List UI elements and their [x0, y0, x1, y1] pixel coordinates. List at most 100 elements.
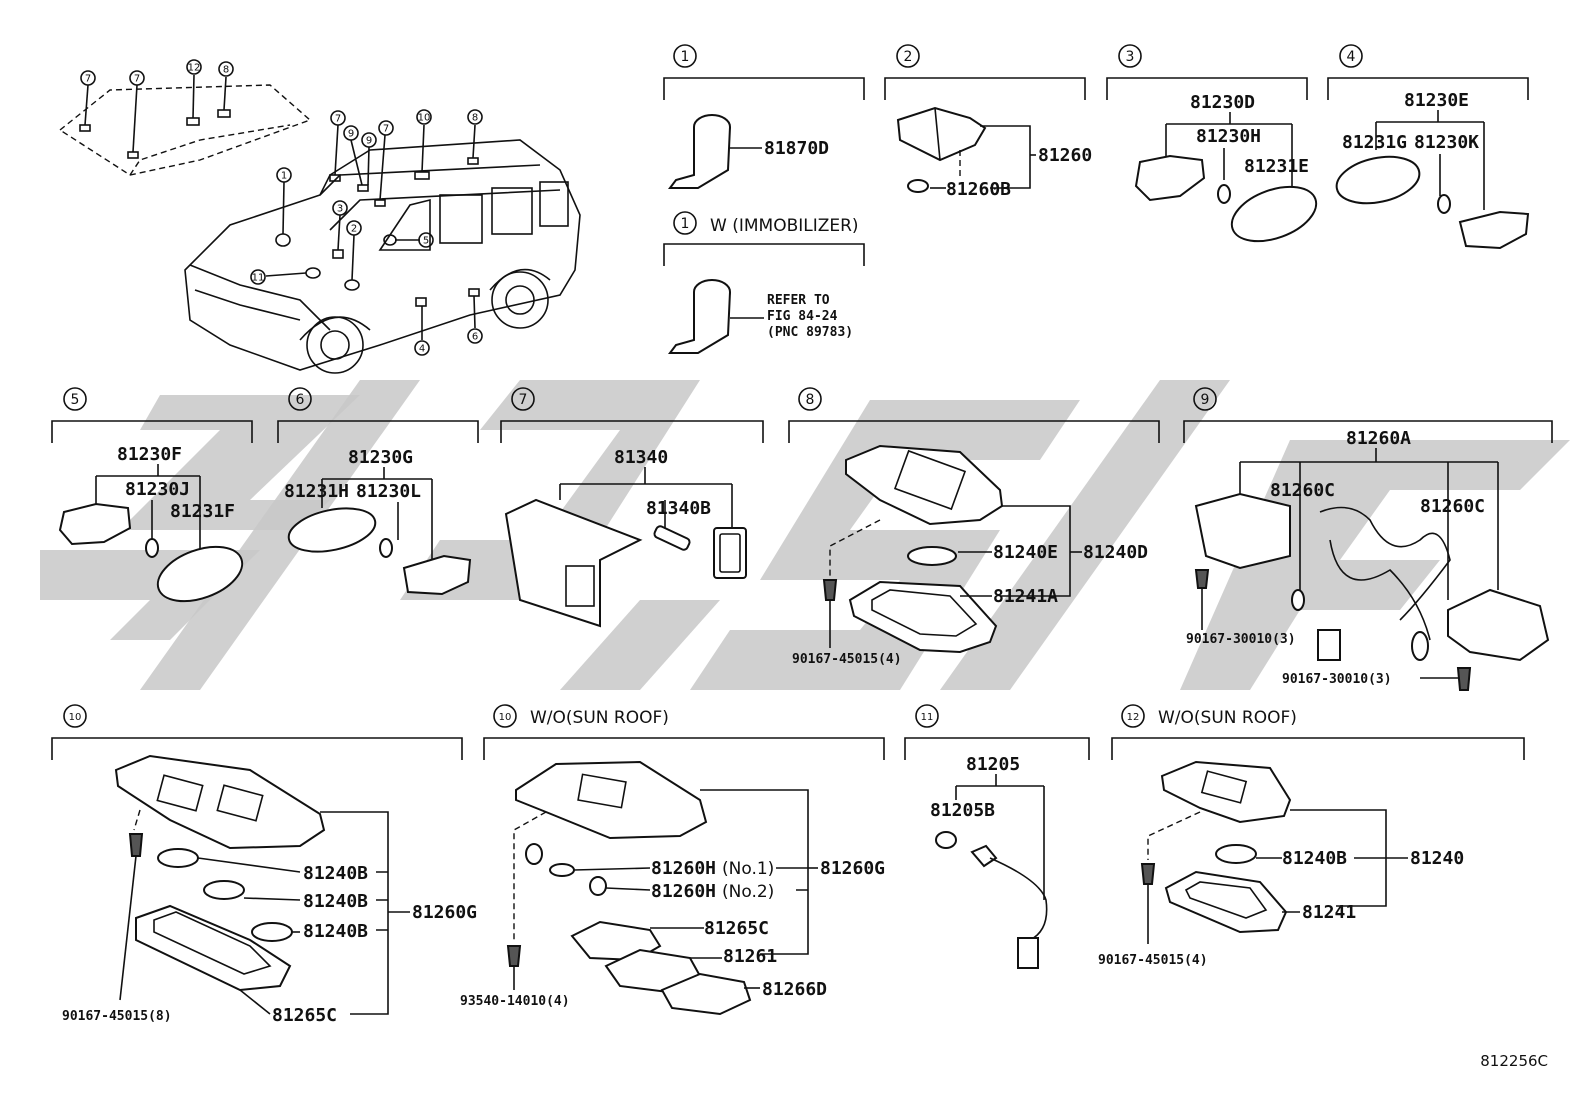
part-81230E: 81230E [1404, 90, 1469, 111]
svg-text:W/O(SUN ROOF): W/O(SUN ROOF) [530, 708, 669, 728]
vehicle-callout-circle [80, 70, 96, 86]
part-81230K: 81230K [1414, 132, 1479, 153]
vehicle-callout-number: 5 [423, 236, 429, 247]
vehicle-callout-circle [467, 328, 483, 344]
part-81340: 81340 [614, 447, 668, 468]
vehicle-callout-number: 7 [335, 114, 341, 125]
part-81340B: 81340B [646, 498, 711, 519]
vehicle-callout-circle [332, 200, 348, 216]
part-81260C-a: 81260C [1270, 480, 1335, 501]
vehicle-callout-number: 9 [366, 136, 372, 147]
vehicle-callout-circle [416, 109, 432, 125]
part-81241: 81241 [1302, 902, 1356, 923]
svg-text:2: 2 [904, 49, 913, 65]
part-81265C-a: 81265C [272, 1005, 337, 1026]
vehicle-callout-number: 7 [85, 74, 91, 85]
part-81205: 81205 [966, 754, 1020, 775]
part-81240: 81240 [1410, 848, 1464, 869]
part-81240D: 81240D [1083, 542, 1148, 563]
svg-text:5: 5 [71, 392, 80, 408]
vehicle-callout-circle [129, 70, 145, 86]
part-81230L: 81230L [356, 481, 421, 502]
part-81260: 81260 [1038, 145, 1092, 166]
part-81260C-b: 81260C [1420, 496, 1485, 517]
svg-text:FIG 84-24: FIG 84-24 [767, 309, 838, 324]
vehicle-callout-circle [343, 125, 359, 141]
vehicle-callout-number: 8 [223, 65, 229, 76]
part-81230D: 81230D [1190, 92, 1255, 113]
svg-text:(No.1): (No.1) [722, 859, 774, 879]
part-93540-14010-4: 93540-14010(4) [460, 994, 570, 1009]
part-81240B-a: 81240B [303, 863, 368, 884]
section-6: 6 81230G 81231H 81230L [277, 387, 479, 596]
svg-text:8: 8 [806, 392, 815, 408]
svg-text:1: 1 [681, 216, 690, 232]
section-10-wo-sunroof: 10 W/O(SUN ROOF) 81260G 81260H (No.1) 81… [460, 704, 885, 1016]
section-2: 2 81260 81260B [884, 44, 1092, 200]
vehicle-callout-number: 10 [418, 113, 431, 124]
section-1-immobilizer: 1 W (IMMOBILIZER) REFER TO FIG 84-24 (PN… [663, 211, 865, 354]
section-11: 11 81205 81205B [904, 704, 1090, 969]
part-81205B: 81205B [930, 800, 995, 821]
vehicle-callout-number: 4 [419, 344, 425, 355]
vehicle-callout-circle [378, 120, 394, 136]
vehicle-callout-circle [250, 269, 266, 285]
part-81260B: 81260B [946, 179, 1011, 200]
part-81240B-c: 81240B [303, 921, 368, 942]
vehicle-callout-number: 7 [134, 74, 140, 85]
part-81260H-no1: 81260H [651, 858, 716, 879]
svg-text:6: 6 [296, 392, 305, 408]
vehicle-callout-circle [414, 340, 430, 356]
svg-text:9: 9 [1201, 392, 1210, 408]
part-81231F: 81231F [170, 501, 235, 522]
watermark-logo [40, 380, 1570, 690]
diagram-id: 812256C [1480, 1052, 1548, 1070]
svg-text:12: 12 [1127, 712, 1140, 723]
section-8: 8 81240D 81240E 81241A 90167-45015(4) [788, 387, 1160, 667]
vehicle-callout-number: 11 [252, 273, 265, 284]
part-81231E: 81231E [1244, 156, 1309, 177]
part-81241A: 81241A [993, 586, 1058, 607]
svg-text:7: 7 [519, 392, 528, 408]
vehicle-callout-circle [218, 61, 234, 77]
part-81231G: 81231G [1342, 132, 1407, 153]
vehicle-callout-circle [418, 232, 434, 248]
vehicle-callout-number: 12 [188, 63, 201, 74]
svg-text:11: 11 [921, 712, 934, 723]
vehicle-callout-number: 2 [351, 224, 357, 235]
part-90167-30010-3-b: 90167-30010(3) [1282, 672, 1392, 687]
part-81266D: 81266D [762, 979, 827, 1000]
section-4: 4 81230E 81231G 81230K [1327, 44, 1530, 250]
section-10: 10 81260G 81240B 81240B 81240B 81265C 90… [51, 704, 477, 1026]
svg-text:(No.2): (No.2) [722, 882, 774, 902]
part-81265C-b: 81265C [704, 918, 769, 939]
svg-text:REFER TO: REFER TO [767, 293, 830, 308]
section-12: 12 W/O(SUN ROOF) 81240 81240B 81241 9016… [1098, 704, 1525, 968]
svg-text:W/O(SUN ROOF): W/O(SUN ROOF) [1158, 708, 1297, 728]
part-81260G-a: 81260G [412, 902, 477, 923]
svg-text:4: 4 [1347, 49, 1356, 65]
part-81240B-b: 81240B [303, 891, 368, 912]
section-9: 9 81260A 81260C 81260C 90167-30010(3) 90… [1183, 387, 1553, 691]
part-81870D: 81870D [764, 138, 829, 159]
part-81260G-b: 81260G [820, 858, 885, 879]
part-81260H-no2: 81260H [651, 881, 716, 902]
vehicle-callout-number: 6 [472, 332, 478, 343]
section-1: 1 81870D [663, 44, 865, 189]
vehicle-callout-number: 3 [337, 204, 343, 215]
vehicle-callout-number: 9 [348, 129, 354, 140]
part-90167-45015-8: 90167-45015(8) [62, 1009, 172, 1024]
part-81231H: 81231H [284, 481, 349, 502]
vehicle-callout-circle [346, 220, 362, 236]
svg-text:(PNC 89783): (PNC 89783) [767, 325, 853, 340]
svg-text:3: 3 [1126, 49, 1135, 65]
part-81230H: 81230H [1196, 126, 1261, 147]
vehicle-callout-number: 8 [472, 113, 478, 124]
vehicle-callout-circle [361, 132, 377, 148]
vehicle-callout-circle [186, 59, 202, 75]
vehicle-callout-number: 1 [281, 171, 287, 182]
part-81230G: 81230G [348, 447, 413, 468]
svg-text:W (IMMOBILIZER): W (IMMOBILIZER) [710, 216, 859, 236]
